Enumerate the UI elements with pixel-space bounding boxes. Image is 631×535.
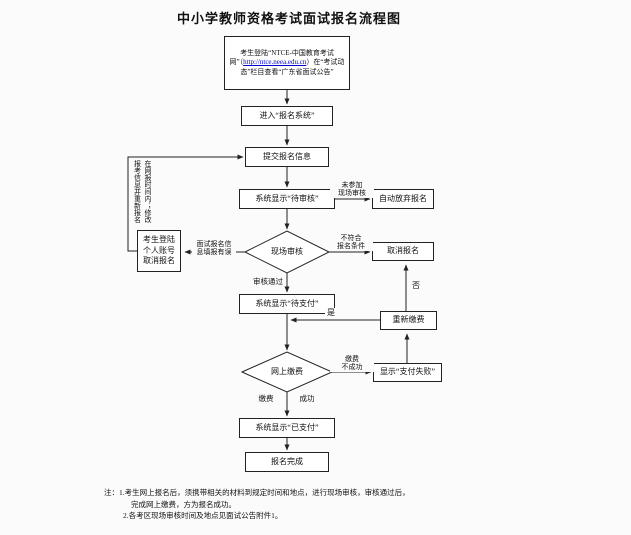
edge-label-pay-fail: 缴费 不成功 [330,355,374,372]
diamond-label-onsite-review: 现场审核 [271,247,303,256]
online-pay-diamond-shape [240,351,334,393]
flow-box-submit-info: 提交报名信息 [245,147,329,167]
edge-label-no: 否 [410,281,422,291]
side-note-reregister: 在网报时间内；修改 报考信息并重新报名 [132,160,153,240]
flow-box-pending-pay: 系统显示“待支付” [239,294,335,314]
edge-label-yes: 是 [325,308,337,318]
flow-box-cancel-account: 考生登陆个人账号取消报名 [137,230,181,272]
flow-box-auto-abandon: 自动放弃报名 [372,189,434,209]
note-line1: 1.考生网上报名后，须携带相关的材料到规定时间和地点，进行现场审核，审核通过后， [119,488,410,497]
side-note-line1: 在网报时间内；修改 [144,160,152,223]
edge-label-approved: 审核通过 [250,277,286,286]
flow-box-start: 考生登陆“NTCE-中国教育考试网”（http://ntce.neea.edu.… [224,36,350,90]
edge-label-no-onsite-line1: 未参加 [341,181,363,189]
edge-label-wrong-info-line1: 面试报名信 [196,240,232,248]
note-line3: 2.各考区现场审核时间及地点见面试公告附件1。 [123,511,283,521]
note-prefix: 注： [104,488,119,497]
flow-box-repay: 重新缴费 [380,311,437,330]
onsite-review-diamond-shape [243,230,331,274]
start-text-pre: 考生登陆“NTCE-中国教育考试网”（ [229,49,334,67]
footnotes: 注： 1.考生网上报名后，须携带相关的材料到规定时间和地点，进行现场审核，审核通… [104,487,544,522]
edge-label-wrong-info: 面试报名信 息填报有误 [192,240,236,257]
page-title: 中小学教师资格考试面试报名流程图 [176,11,401,26]
ntce-link[interactable]: http://ntce.neea.edu.cn [243,58,307,67]
flow-box-pending-review: 系统显示“待审核” [239,189,335,209]
edge-label-not-qualified: 不符合 报名条件 [329,234,373,251]
note-body: 1.考生网上报名后，须携带相关的材料到规定时间和地点，进行现场审核，审核通过后，… [119,487,410,522]
diamond-label-online-pay: 网上缴费 [271,367,303,376]
start-text-post: ）在“考试动态”栏目查看“广东省面试公告” [240,58,345,76]
edge-label-wrong-info-line2: 息填报有误 [196,248,232,257]
edge-label-no-onsite: 未参加 现场审核 [330,181,374,198]
flow-box-paid: 系统显示“已支付” [239,418,335,438]
arrow-reregister-loop [127,154,244,252]
edge-label-pay-fail-line2: 不成功 [341,363,363,372]
edge-label-pay-success-right: 成功 [291,394,323,403]
flow-box-enter-system: 进入“报名系统” [241,106,333,126]
edge-label-not-qualified-line2: 报名条件 [337,242,365,251]
flow-box-pay-failed: 显示“支付失败” [373,363,442,382]
edge-label-pay-fail-line1: 缴费 [345,355,359,363]
edge-label-not-qualified-line1: 不符合 [340,234,362,242]
edge-label-no-onsite-line2: 现场审核 [338,189,366,198]
flow-box-cancel: 取消报名 [372,242,434,261]
note-line2: 完成网上缴费，方为报名成功。 [131,499,236,509]
side-note-line2: 报考信息并重新报名 [133,160,142,223]
edge-label-pay-success-left: 缴费 [250,394,282,403]
start-box-text: 考生登陆“NTCE-中国教育考试网”（http://ntce.neea.edu.… [227,49,347,76]
flow-box-done: 报名完成 [245,452,329,472]
